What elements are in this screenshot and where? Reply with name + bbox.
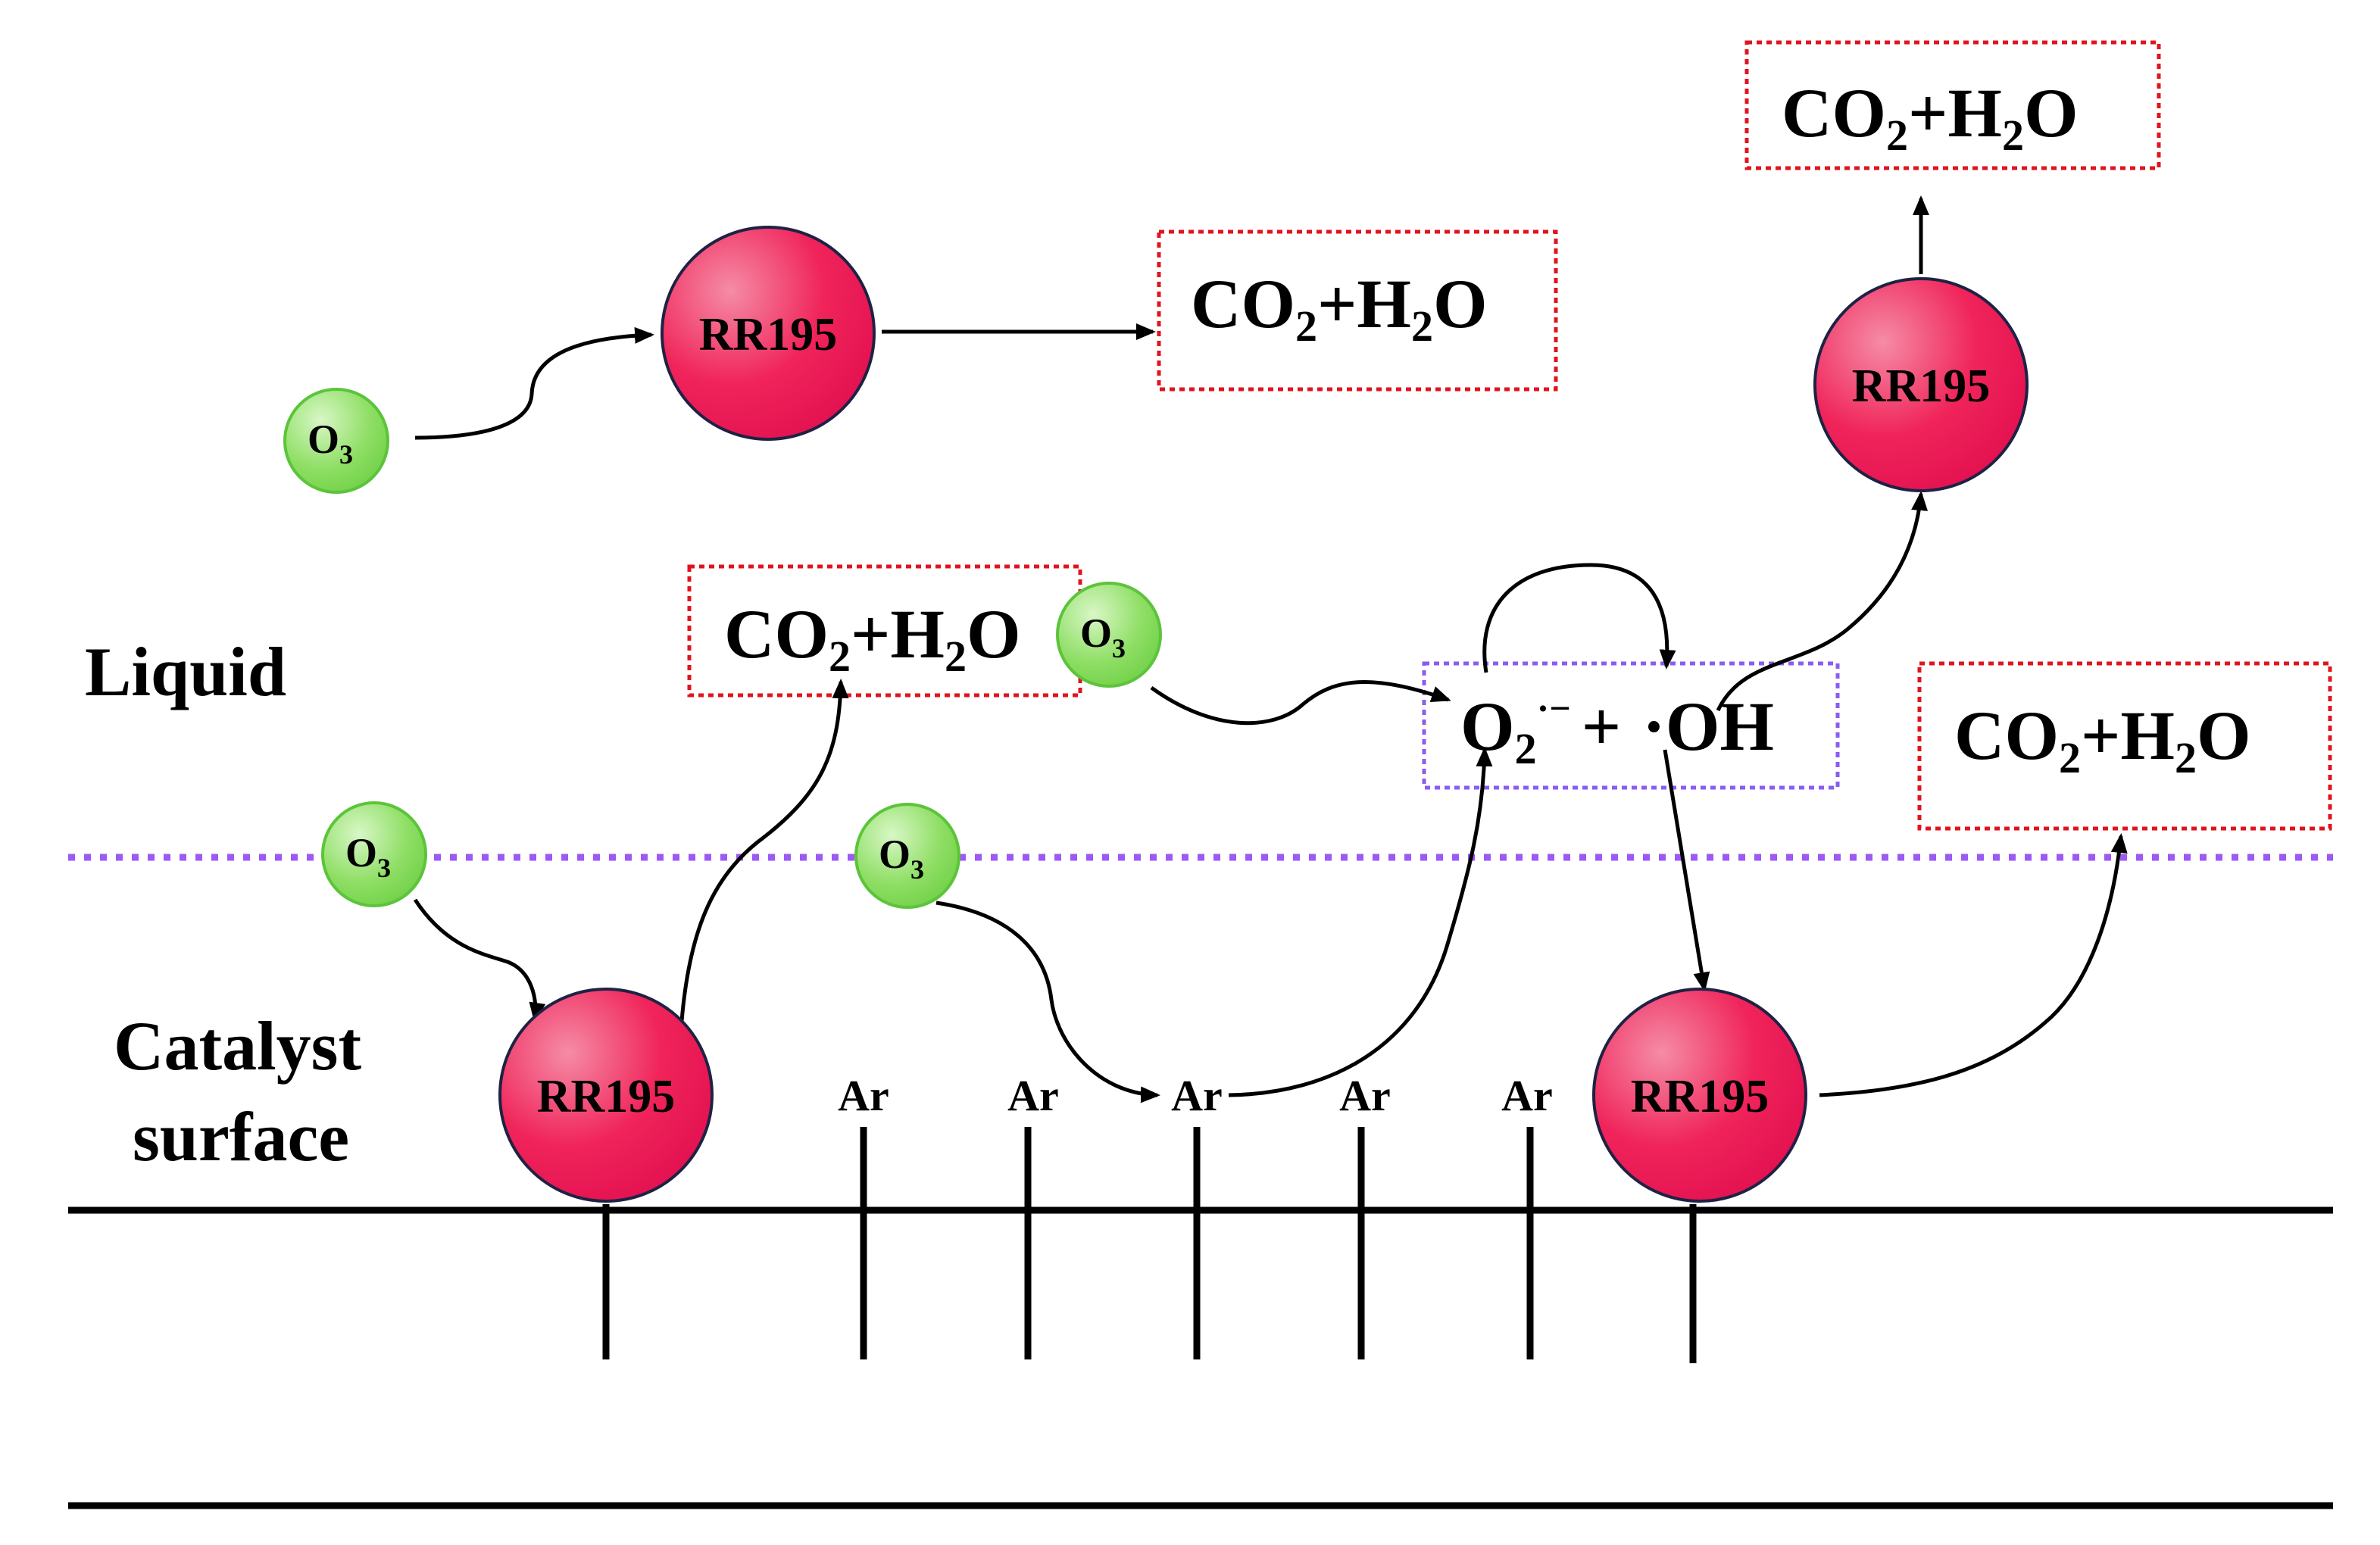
arrow-oh-to-rr195-surface (1663, 749, 1710, 992)
arrow-o3-to-rr195-surface (413, 898, 546, 1022)
svg-text:O2·−+·OH: O2·−+·OH (1460, 687, 1774, 773)
surface-label: surface (133, 1098, 349, 1175)
svg-text:RR195: RR195 (1852, 360, 1991, 412)
reaction-arrows (413, 195, 2128, 1103)
o3-molecule-interface-left: O3 (321, 801, 427, 907)
rr195-molecule-surface-left: RR195 (498, 988, 714, 1203)
anchor-sticks (602, 1127, 1697, 1363)
svg-text:RR195: RR195 (699, 309, 838, 360)
rr195-molecule-top: RR195 (661, 226, 876, 441)
arrow-rr195-to-product-middle (679, 679, 849, 1022)
svg-text:CO2+H2O: CO2+H2O (1191, 265, 1488, 351)
o3-molecule-middle: O3 (1056, 582, 1162, 688)
svg-text:O3: O3 (1080, 610, 1126, 663)
svg-text:RR195: RR195 (1631, 1071, 1769, 1122)
arrow-radical-loop (1482, 563, 1676, 673)
svg-text:CO2+H2O: CO2+H2O (1954, 697, 2251, 782)
product-box-right: CO2+H2O (1917, 661, 2332, 831)
o3-molecule-interface-right: O3 (854, 803, 960, 909)
ar-site-4: Ar (1339, 1071, 1391, 1120)
ar-site-2: Ar (1007, 1071, 1059, 1120)
o3-molecule-top: O3 (283, 388, 389, 494)
ar-site-3: Ar (1171, 1071, 1223, 1120)
product-box-middle: CO2+H2O (687, 564, 1082, 698)
ar-site-5: Ar (1501, 1071, 1553, 1120)
liquid-label: Liquid (85, 633, 286, 710)
catalyst-label: Catalyst (114, 1007, 361, 1085)
svg-text:CO2+H2O: CO2+H2O (724, 595, 1021, 681)
product-box-top-right: CO2+H2O (1744, 40, 2161, 170)
product-box-top-left: CO2+H2O (1157, 229, 1558, 392)
rr195-molecule-surface-right: RR195 (1592, 988, 1807, 1203)
arrow-o3-to-ar (935, 900, 1160, 1103)
arrow-rr195-to-product-right (1819, 833, 2128, 1097)
arrow-ar-to-radicals (1228, 747, 1493, 1097)
svg-text:RR195: RR195 (537, 1071, 676, 1122)
arrow-oh-to-rr195-top (1716, 491, 1929, 712)
radical-box: O2·−+·OH (1422, 661, 1840, 790)
arrow-o3-to-rr195-top (414, 326, 654, 440)
svg-text:O3: O3 (308, 417, 353, 470)
svg-text:O3: O3 (345, 830, 391, 883)
rr195-molecule-topright: RR195 (1813, 277, 2029, 492)
arrow-o3-to-radicals (1150, 680, 1451, 726)
ar-site-1: Ar (838, 1071, 889, 1120)
svg-text:O3: O3 (879, 832, 924, 885)
svg-text:CO2+H2O: CO2+H2O (1782, 74, 2079, 160)
